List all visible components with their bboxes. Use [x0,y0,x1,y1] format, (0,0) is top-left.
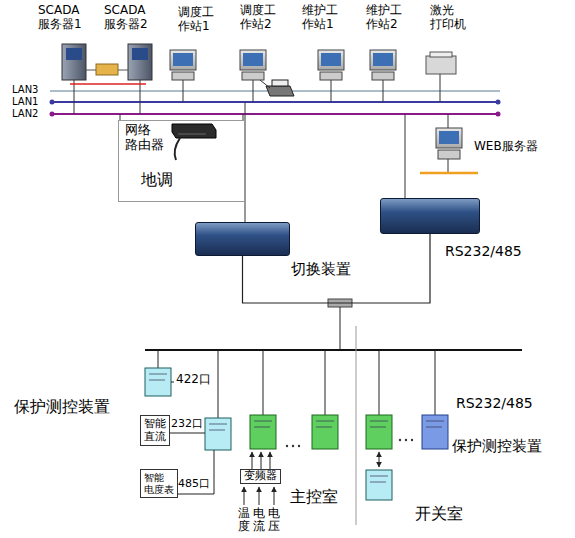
node-text: 维护工 作站1 [302,4,338,32]
inverter-box: 变频器 [240,469,281,484]
signal-label: 电流 [253,507,265,533]
node-text: 智能 直流 [144,418,166,443]
node-text: SCADA 服务器2 [104,4,148,32]
room-label: 开关室 [415,505,463,523]
node-text: 智能 电度表 [144,472,174,495]
node-text: 地调 [141,171,173,189]
node-text: 变频器 [244,470,277,483]
node-text: 调度工 作站1 [178,6,214,34]
node-text: 网络 路由器 [125,123,164,153]
port-label: 232口 [171,418,203,430]
field-bus [145,299,522,525]
node-text: 调度工 作站2 [240,4,276,32]
device-panel-lines [149,374,444,482]
node-text: SCADA 服务器1 [38,4,82,32]
lan-label: LAN2 [12,108,38,119]
printer-label: 激光 打印机 [430,4,466,32]
workstation-icon [170,50,396,96]
signal-label: 电压 [268,507,280,533]
port-label: 422口 [176,373,211,386]
lan-label: LAN1 [12,96,38,107]
web-server-icon [420,128,478,173]
ellipsis-dots [286,439,413,447]
signal-label: 温度 [238,507,250,533]
group-label: 保护测控装置 [14,398,110,416]
node-text: 维护工 作站2 [366,4,402,32]
printer-icon [426,52,456,74]
dc-meter-box: 智能 直流 [140,415,170,446]
workstation-label: 维护工 作站2 [366,4,402,32]
node-text: 切换装置 [291,261,351,278]
lan-label: LAN3 [12,84,38,95]
serial-device: RS232/485 [380,198,480,234]
workstation-label: 维护工 作站1 [302,4,338,32]
bus-label: RS232/485 [456,396,533,411]
port-label: 485口 [178,478,210,490]
server-label: SCADA 服务器2 [104,4,148,32]
workstation-label: 调度工 作站1 [178,6,214,34]
switch-device: 切换装置 [195,222,290,256]
node-text: WEB服务器 [474,140,538,154]
room-label: 主控室 [290,488,338,506]
energy-meter-box: 智能 电度表 [140,469,178,498]
router-region: 网络 路由器地调 [118,120,245,202]
group-label: 保护测控装置 [452,438,542,455]
server-label: SCADA 服务器1 [38,4,82,32]
node-text: RS232/485 [445,243,522,259]
router-icon [172,124,216,160]
protection-device [145,368,448,500]
workstation-label: 调度工 作站2 [240,4,276,32]
server-icon [62,44,152,84]
node-text: 激光 打印机 [430,4,466,32]
web-server-label: WEB服务器 [474,140,538,154]
device-wires [170,382,379,505]
